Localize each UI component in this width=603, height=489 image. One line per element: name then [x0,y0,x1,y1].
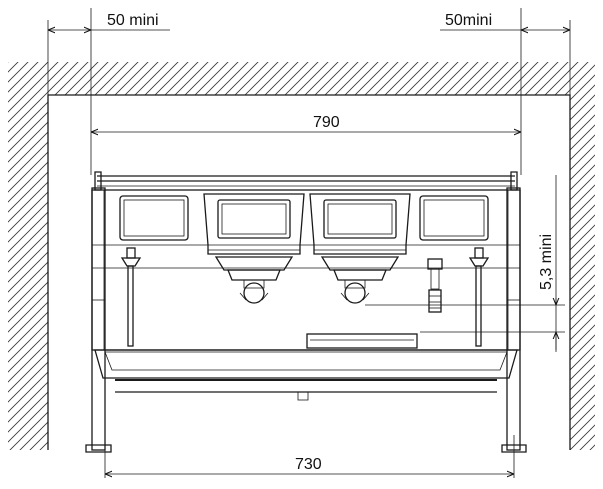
dim-overall-width-label: 790 [313,114,340,131]
drip-tray [94,349,518,401]
dimension-lines [48,30,570,474]
wall-niche [8,62,595,450]
cup-rail [94,171,518,191]
dim-cup-height-label: 5,3 mini [538,234,555,290]
portafilters [214,256,400,304]
dim-right-clearance-label: 50mini [445,12,492,29]
cup-grille [306,333,418,349]
espresso-machine [85,171,527,453]
steam-wands [120,247,490,347]
niche-inner-outline [47,94,571,450]
dim-left-clearance-label: 50 mini [107,12,159,29]
machine-body [91,189,521,351]
dim-leg-span-label: 730 [295,456,322,473]
legs [85,187,527,453]
hot-water-tap [427,258,443,313]
control-panels [119,193,489,255]
